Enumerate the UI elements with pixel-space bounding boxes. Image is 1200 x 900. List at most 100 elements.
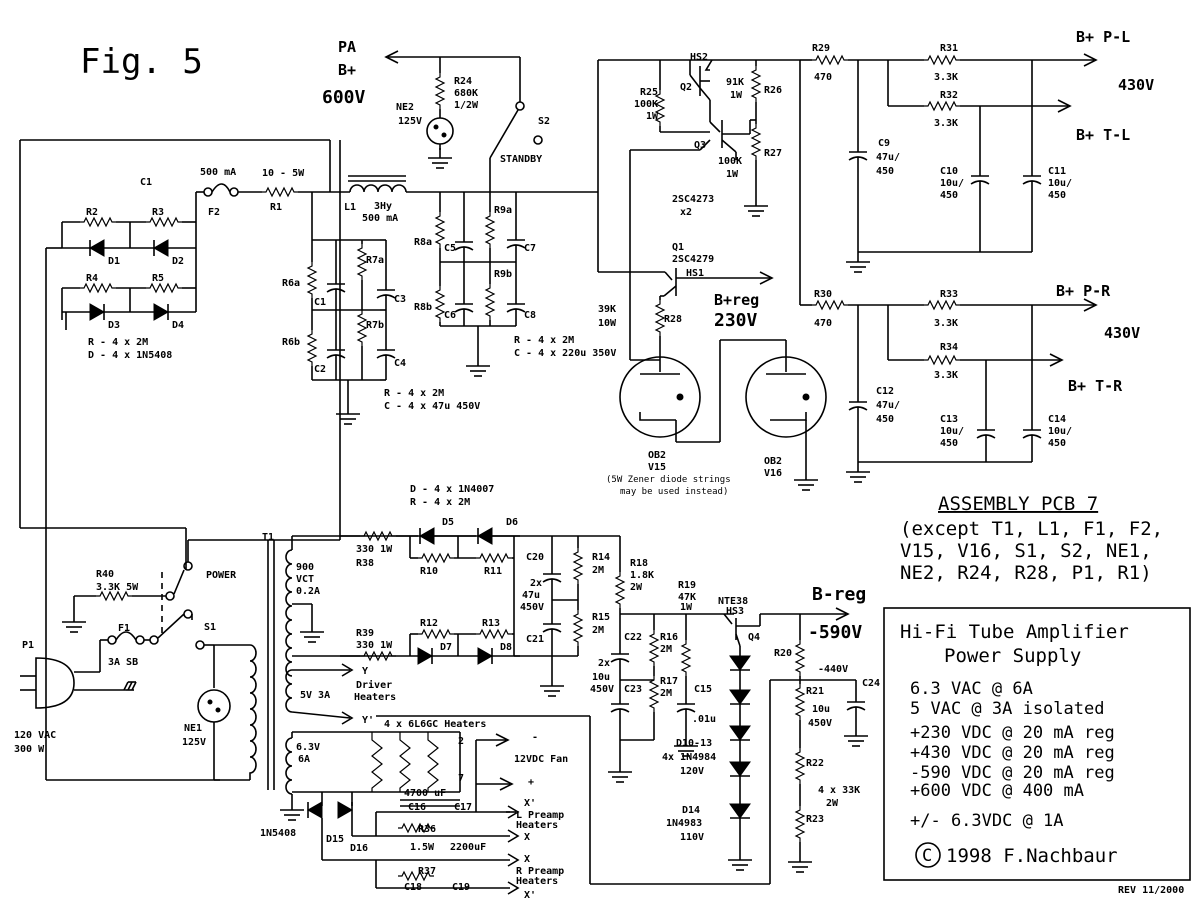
qpart-label: 2SC4273	[672, 194, 714, 205]
c16-value: 4700 uF	[404, 788, 446, 799]
l-preamp2: Heaters	[516, 820, 558, 831]
f1-fuse-icon	[115, 631, 137, 641]
d15-label: D15	[326, 834, 344, 845]
r39-value: 330 1W	[356, 640, 393, 651]
info-spec4: +430 VDC @ 20 mA reg	[910, 743, 1115, 763]
assembly-title: ASSEMBLY PCB 7	[938, 493, 1098, 515]
f2-label: F2	[208, 207, 220, 218]
r31-value: 3.3K	[934, 72, 958, 83]
c15-label: C15	[694, 684, 712, 695]
r17-value: 2M	[660, 688, 672, 699]
c7-label: C7	[524, 243, 536, 254]
c22-23-qty: 2x	[598, 658, 610, 669]
ne2-neon-icon	[426, 117, 454, 145]
r29-label: R29	[812, 43, 830, 54]
info-spec-last: +/- 6.3VDC @ 1A	[910, 811, 1064, 831]
d8-label: D8	[500, 642, 512, 653]
power-label: POWER	[206, 570, 237, 581]
d6-diode-icon	[477, 527, 493, 545]
r19-value1: 47K	[678, 592, 696, 603]
s2-switch-lever	[489, 109, 519, 159]
c13-value1: 10u/	[940, 426, 964, 437]
r18-value1: 1.8K	[630, 570, 654, 581]
ne2-value: 125V	[398, 116, 422, 127]
yprime-label: Y'	[362, 715, 374, 726]
r13-label: R13	[482, 618, 500, 629]
d12-zener-icon	[729, 725, 751, 741]
r24-label: R24	[454, 76, 472, 87]
r18-value2: 2W	[630, 582, 643, 593]
c14-value1: 10u/	[1048, 426, 1072, 437]
c24-label: C24	[862, 678, 880, 689]
q1-part: 2SC4279	[672, 254, 714, 265]
r29-value: 470	[814, 72, 832, 83]
c21-label: C21	[526, 634, 544, 645]
r25-value2: 1W	[646, 111, 659, 122]
hs1-label: HS1	[686, 268, 704, 279]
t1-primary-icon	[249, 644, 257, 780]
c3-label: C3	[394, 294, 406, 305]
r33-label: R33	[940, 289, 958, 300]
assembly-line3: NE2, R24, R28, P1, R1)	[900, 562, 1152, 584]
c20-21-volts: 450V	[520, 602, 544, 613]
bpr-volts: 430V	[1104, 324, 1140, 342]
d5-diode-icon	[419, 527, 435, 545]
filt1-note2: C - 4 x 47u 450V	[384, 401, 480, 412]
c11-label: C11	[1048, 166, 1066, 177]
bpl-volts: 430V	[1118, 76, 1154, 94]
r24-value1: 680K	[454, 88, 478, 99]
l1-value2: 500 mA	[362, 213, 398, 224]
c11-value1: 10u/	[1048, 178, 1072, 189]
revision-label: REV 11/2000	[1118, 885, 1184, 896]
c8-label: C8	[524, 310, 536, 321]
r32-value: 3.3K	[934, 118, 958, 129]
r10-label: R10	[420, 566, 438, 577]
d6-label: D6	[506, 517, 518, 528]
f1-value: 3A SB	[108, 657, 138, 668]
xprime2-label: X'	[524, 890, 536, 900]
nte38-label: NTE38	[718, 596, 748, 607]
copyright-symbol: C	[922, 846, 932, 866]
r11-label: R11	[484, 566, 502, 577]
t1-63v2: 6A	[298, 754, 310, 765]
r36-value: 1.5W	[410, 842, 435, 853]
d2-label: D2	[172, 256, 184, 267]
r20-23-qty: 4 x 33K	[818, 785, 860, 796]
copyright-text: 1998 F.Nachbaur	[946, 845, 1118, 867]
mains-volts: 120 VAC	[14, 730, 56, 741]
r22-label: R22	[806, 758, 824, 769]
s2-label: S2	[538, 116, 550, 127]
d15-part: 1N5408	[260, 828, 296, 839]
zener-note2: may be used instead)	[620, 487, 728, 497]
ne1-label: NE1	[184, 723, 202, 734]
info-spec6: +600 VDC @ 400 mA	[910, 781, 1084, 801]
pa-label: PA	[338, 38, 356, 56]
r23-label: R23	[806, 814, 824, 825]
r15-value: 2M	[592, 625, 604, 636]
info-spec1: 6.3 VAC @ 6A	[910, 679, 1033, 699]
d5-label: D5	[442, 517, 454, 528]
hs2-label: HS2	[690, 52, 708, 63]
r1-label: R1	[270, 202, 282, 213]
ne1-neon-icon	[197, 689, 231, 723]
r34-label: R34	[940, 342, 958, 353]
r26-value2: 1W	[730, 90, 743, 101]
v16-label: V16	[764, 468, 782, 479]
r26-value1: 91K	[726, 77, 744, 88]
c1-label: C1	[314, 297, 326, 308]
btl-label: B+ T-L	[1076, 126, 1130, 144]
r8b-label: R8b	[414, 302, 432, 313]
l1-value1: 3Hy	[374, 201, 392, 212]
r6a-label: R6a	[282, 278, 300, 289]
heaters-label: Heaters	[354, 692, 396, 703]
bpr-label: B+ P-R	[1056, 282, 1111, 300]
breg-volts: 230V	[714, 310, 758, 331]
r20-23-watt: 2W	[826, 798, 839, 809]
c24-value1: 10u	[812, 704, 830, 715]
r34-value: 3.3K	[934, 370, 958, 381]
d15-diode-icon	[307, 801, 323, 819]
d14-volts: 110V	[680, 832, 704, 843]
p1-label: P1	[22, 640, 34, 651]
v16-type: OB2	[764, 456, 782, 467]
